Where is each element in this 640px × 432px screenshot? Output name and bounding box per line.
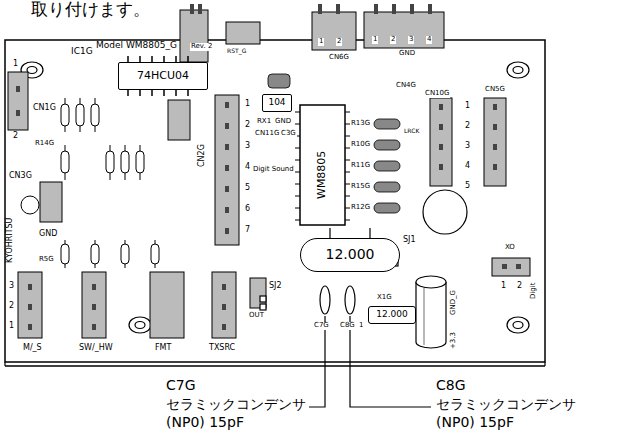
silk-label: R12G xyxy=(350,204,371,212)
silk-label: 4 xyxy=(244,163,251,172)
callout-text: セラミックコンデンサ xyxy=(165,397,307,412)
silk-label: WM8805 xyxy=(316,150,328,200)
callout-text: セラミックコンデンサ xyxy=(435,397,577,412)
silk-label: Digit xyxy=(530,282,538,300)
silk-label: Model WM8805_G xyxy=(95,41,178,51)
silk-label: KYOHRITSU xyxy=(6,217,15,264)
silk-label: R11G xyxy=(350,162,371,170)
silk-label: 取り付けます。 xyxy=(30,0,151,19)
part-marking: 104 xyxy=(268,98,285,108)
silk-label: C3G xyxy=(280,130,297,138)
silk-label: 4 xyxy=(426,36,432,44)
silk-label: GND xyxy=(38,230,58,239)
silk-label: 1 xyxy=(372,36,378,44)
silk-label: 3 xyxy=(464,142,471,151)
silk-label: LRCK xyxy=(403,128,420,135)
silk-label: R14G xyxy=(34,140,55,148)
silk-label: 1 xyxy=(318,38,324,46)
callout-text: C7G xyxy=(165,378,197,393)
silk-label: 2 xyxy=(8,302,15,311)
silk-label: GND_G xyxy=(450,289,458,316)
callout-text: (NP0) 15pF xyxy=(165,415,245,430)
silk-label: Rev. 2 xyxy=(190,43,213,51)
silk-label: +3.3 xyxy=(450,331,458,350)
part-box: 104 xyxy=(262,94,292,112)
silk-label: RST_G xyxy=(226,48,247,55)
silk-label: CN6G xyxy=(328,54,350,62)
part-marking: 12.000 xyxy=(326,247,375,262)
silk-label: R5G xyxy=(38,256,55,264)
silk-label: 5 xyxy=(244,184,251,193)
silk-label: GND xyxy=(398,50,416,58)
callout-text: (NP0) 15pF xyxy=(435,415,515,430)
silk-label: OUT xyxy=(248,312,265,320)
silk-label: Digit Sound xyxy=(252,166,295,174)
part-box: 74HCU04 xyxy=(118,62,208,90)
silk-label: 2 xyxy=(516,282,523,291)
part-marking: 12.000 xyxy=(376,310,408,320)
silk-label: X1G xyxy=(376,294,393,302)
silk-label: 1 xyxy=(500,282,507,291)
silk-label: CN11G xyxy=(254,130,280,138)
silk-label: SW/_HW xyxy=(78,344,114,353)
silk-label: 1 xyxy=(464,102,471,111)
silk-label: 3 xyxy=(244,142,251,151)
silk-label: GND xyxy=(274,118,292,126)
silk-label: CN4G xyxy=(395,82,417,90)
silk-label: IC1G xyxy=(70,47,94,57)
silk-label: 2 xyxy=(464,122,471,131)
silk-label: SJ2 xyxy=(268,282,283,291)
silk-label: R13G xyxy=(350,120,371,128)
silk-label: 2 xyxy=(244,121,251,130)
silk-label: 5 xyxy=(464,182,471,191)
silk-label: CN1G xyxy=(32,104,57,113)
silk-label: CN10G xyxy=(424,90,450,98)
silk-label: R15G xyxy=(350,183,371,191)
silk-label: C7G xyxy=(313,322,330,330)
silk-label: SJ1 xyxy=(402,236,417,245)
silk-label: RX1 xyxy=(256,118,272,126)
silk-label: 2 xyxy=(336,38,342,46)
silk-label: 1 xyxy=(12,60,19,69)
silk-label: CN2G xyxy=(198,143,207,168)
silk-label: 6 xyxy=(244,205,251,214)
silk-label: 7 xyxy=(244,226,251,235)
part-marking: 74HCU04 xyxy=(137,70,189,82)
silk-label: TXSRC xyxy=(208,344,236,353)
silk-label: 1 xyxy=(358,322,364,330)
silk-label: CN5G xyxy=(484,86,506,94)
part-box: 12.000 xyxy=(300,238,400,272)
silk-label: CN3G xyxy=(8,172,33,181)
silk-label: 2 xyxy=(390,36,396,44)
callout-text: C8G xyxy=(435,378,467,393)
silk-label: 2 xyxy=(12,132,19,141)
silk-label: FMT xyxy=(154,344,172,353)
silk-label: 3 xyxy=(8,282,15,291)
silk-label: 3 xyxy=(408,36,414,44)
silk-label: C8G xyxy=(339,322,356,330)
part-box: 12.000 xyxy=(368,306,416,324)
silk-label: M/_S xyxy=(22,344,43,353)
silk-label: 1 xyxy=(8,322,15,331)
silk-label: R10G xyxy=(350,141,371,149)
silk-label: 1 xyxy=(244,100,251,109)
silk-label: XO xyxy=(504,244,516,252)
silk-label: 4 xyxy=(464,162,471,171)
